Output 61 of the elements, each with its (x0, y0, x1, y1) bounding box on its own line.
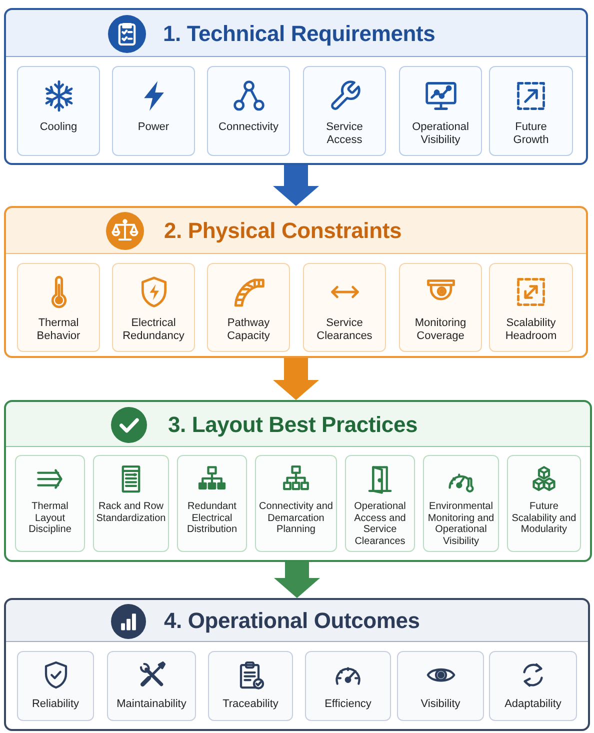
category-card (15, 455, 85, 552)
category-card (489, 651, 577, 721)
category-card (399, 66, 482, 156)
category-card (303, 263, 386, 352)
flow-arrow (273, 165, 319, 206)
item-label: Adaptability (504, 698, 562, 711)
category-card (177, 455, 247, 552)
item-label: Connectivity (218, 121, 278, 134)
item-label: Future Growth (512, 121, 550, 147)
category-card (93, 455, 169, 552)
item-label: Environmental Monitoring and Operational Visibility (426, 501, 496, 547)
item-label: Service Clearances (316, 317, 374, 343)
category-card (17, 66, 100, 156)
section-heading: 4. Operational Outcomes (164, 609, 420, 633)
category-card (507, 455, 581, 552)
item-label: Pathway Capacity (226, 317, 271, 343)
category-card (423, 455, 499, 552)
item-label: Maintainability (116, 698, 186, 711)
category-card (17, 263, 100, 352)
item-label: Monitoring Coverage (414, 317, 468, 343)
category-card (112, 263, 195, 352)
section-panel (4, 400, 592, 562)
item-label: Power (138, 121, 170, 134)
category-card (399, 263, 482, 352)
item-label: Traceability (222, 698, 278, 711)
item-label: Electrical Redundancy (122, 317, 186, 343)
category-card (17, 651, 94, 721)
item-label: Connectivity and Demarcation Planning (258, 501, 334, 536)
category-card (305, 651, 391, 721)
flow-arrow (274, 562, 320, 598)
section-panel (4, 206, 588, 358)
category-card (207, 263, 290, 352)
category-card (208, 651, 293, 721)
item-label: Future Scalability and Modularity (510, 501, 578, 536)
item-label: Cooling (40, 121, 78, 134)
category-card (489, 66, 573, 156)
item-label: Operational Visibility (411, 121, 470, 147)
flow-arrow (273, 358, 319, 400)
section-heading: 2. Physical Constraints (164, 219, 402, 243)
section-panel (4, 8, 588, 165)
section-heading: 3. Layout Best Practices (168, 412, 418, 436)
section-heading: 1. Technical Requirements (163, 22, 436, 46)
category-card (303, 66, 386, 156)
section-panel (4, 598, 590, 731)
item-label: Redundant Electrical Distribution (186, 501, 238, 536)
category-card (397, 651, 484, 721)
category-card (489, 263, 573, 352)
item-label: Visibility (420, 698, 460, 711)
category-card (107, 651, 196, 721)
item-label: Service Access (325, 121, 364, 147)
category-card (112, 66, 195, 156)
item-label: Rack and Row Standardization (96, 501, 166, 524)
category-card (255, 455, 337, 552)
category-card (345, 455, 415, 552)
item-label: Thermal Layout Discipline (28, 501, 72, 536)
item-label: Operational Access and Service Clearances (353, 501, 407, 547)
item-label: Efficiency (324, 698, 372, 711)
category-card (207, 66, 290, 156)
item-label: Reliability (32, 698, 80, 711)
item-label: Scalability Headroom (504, 317, 558, 343)
item-label: Thermal Behavior (36, 317, 82, 343)
